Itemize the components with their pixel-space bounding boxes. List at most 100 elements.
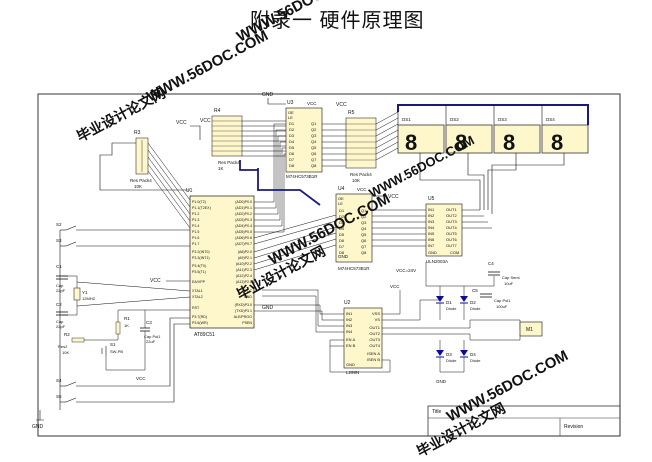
u4-vcc: VCC bbox=[357, 187, 367, 192]
u1-pin-r16: (RXD)P3.0 bbox=[235, 303, 252, 307]
diode-d1: D1 Diode bbox=[436, 286, 457, 320]
u4-q3: Q3 bbox=[361, 220, 367, 225]
u4-d4: D4 bbox=[339, 226, 345, 231]
diode-d2: D2 Diode bbox=[460, 286, 481, 320]
u3-d2: D2 bbox=[289, 127, 295, 132]
u2-out4: OUT4 bbox=[369, 343, 380, 348]
u1-pin-l9: P3.3(INT1) bbox=[192, 256, 210, 260]
u4-q6: Q6 bbox=[361, 238, 367, 243]
capacitor-c1: C1 Cap 22pF bbox=[56, 264, 68, 293]
c5-value: 100uF bbox=[496, 304, 508, 309]
u2-in2: IN2 bbox=[346, 317, 353, 322]
r1-ref: R1 bbox=[124, 316, 130, 321]
u4-q7: Q7 bbox=[361, 244, 367, 249]
schematic-frame bbox=[37, 93, 621, 437]
gnd-label-top: GND bbox=[262, 92, 274, 98]
u1-pin-r8: (A8)P2.0 bbox=[238, 250, 252, 254]
switch-s4: S4 bbox=[56, 317, 190, 387]
u3-vcc: VCC bbox=[307, 101, 317, 106]
c3-value: 22uF bbox=[146, 339, 156, 344]
d4-type: Diode bbox=[470, 358, 481, 363]
u4-oe: OE bbox=[338, 196, 344, 201]
u2-in1: IN1 bbox=[346, 311, 353, 316]
u3-d3: D3 bbox=[289, 133, 295, 138]
vcc-label-top-left: VCC bbox=[176, 120, 187, 126]
r4-value: 1K bbox=[218, 166, 224, 171]
r4-ref: R4 bbox=[214, 108, 221, 114]
capacitor-c5: C5 Cap Pol1 100uF bbox=[472, 288, 511, 309]
y1-value: 12MHZ bbox=[82, 296, 96, 301]
u5-out3: OUT3 bbox=[446, 219, 457, 224]
u3-q5: Q5 bbox=[311, 145, 317, 150]
u1-pin-l7: P1.7 bbox=[192, 242, 199, 246]
u1-pin-r9: (A9)P2.1 bbox=[238, 256, 252, 260]
u2-in4: IN4 bbox=[346, 329, 353, 334]
c3-part: Cap Pol1 bbox=[144, 334, 161, 339]
u2-out3: OUT3 bbox=[369, 337, 380, 342]
u5-part: ULN2003A bbox=[426, 259, 448, 264]
d1-type: Diode bbox=[446, 306, 457, 311]
u1-pin-l8: P3.2(INT0) bbox=[192, 250, 210, 254]
u3-oe: OE bbox=[288, 110, 294, 115]
u1-ref: U1 bbox=[186, 188, 193, 194]
u5-out7: OUT7 bbox=[446, 243, 457, 248]
u1-pin-r12: (A12)P2.4 bbox=[236, 274, 252, 278]
vcc24-label: VCC=24V bbox=[396, 268, 416, 273]
crystal-y1: Y1 12MHZ bbox=[62, 275, 191, 316]
u4-d6: D6 bbox=[339, 238, 345, 243]
c5-name: Cap Pol1 bbox=[494, 298, 511, 303]
u4-le: LE bbox=[338, 201, 343, 206]
u5-ref: U5 bbox=[428, 196, 435, 202]
u5-in5: IN5 bbox=[428, 231, 435, 236]
u5-in3: IN3 bbox=[428, 219, 435, 224]
u1-pin-l4: P1.4 bbox=[192, 224, 199, 228]
capacitor-c3: C3 Cap Pol1 22uF bbox=[140, 320, 161, 344]
c3-ref: C3 bbox=[146, 320, 152, 325]
switch-s2: S2 bbox=[56, 222, 190, 231]
gnd-label-diodes: GND bbox=[436, 379, 447, 384]
latch-u3: U3 OE LE VCC D1 D2 D3 D4 D5 D6 D7 D8 Q1 … bbox=[285, 100, 346, 179]
d3-ref: D3 bbox=[446, 352, 452, 357]
r5-value: 10K bbox=[352, 178, 360, 183]
u1-pin-l3: P1.3 bbox=[192, 218, 199, 222]
c1-cap: Cap bbox=[56, 283, 64, 288]
r5-ref: R5 bbox=[348, 110, 355, 116]
u3-d1: D1 bbox=[289, 121, 295, 126]
r1-value: 1K bbox=[124, 323, 129, 328]
svg-text:8: 8 bbox=[503, 130, 515, 155]
u1-pin-r6: (AD6)P0.6 bbox=[235, 236, 252, 240]
vcc-label-ea: VCC bbox=[150, 278, 161, 284]
r2-value: 10K bbox=[62, 350, 69, 355]
vcc-label-u3: VCC bbox=[336, 102, 347, 108]
u3-q6: Q6 bbox=[311, 151, 317, 156]
r4-part: Res Pack4 bbox=[218, 160, 240, 165]
r5-part: Res Pack4 bbox=[350, 172, 372, 177]
u1-pin-l15: RST bbox=[192, 306, 200, 310]
s4-label: S4 bbox=[56, 378, 62, 383]
u2-ena: EN A bbox=[346, 337, 355, 342]
vcc-label-u4: VCC bbox=[388, 194, 399, 200]
u5-out1: OUT1 bbox=[446, 207, 457, 212]
u1-pin-r19: PSEN bbox=[242, 321, 252, 325]
resistor-pack-r3: R3 Res Pack4 10K bbox=[99, 130, 191, 229]
u1-pin-l5: P1.5 bbox=[192, 230, 199, 234]
u2-isenb: ISEN B bbox=[367, 357, 380, 362]
u4-part: M74HC573B1R bbox=[338, 266, 370, 271]
u1-pin-r3: (AD3)P0.3 bbox=[235, 218, 252, 222]
ds2-label: DS2 bbox=[450, 117, 459, 122]
u3-q2: Q2 bbox=[311, 127, 317, 132]
seven-seg-ds2: 8 DS2 bbox=[445, 117, 493, 155]
u3-q7: Q7 bbox=[311, 157, 317, 162]
u4-d5: D5 bbox=[339, 232, 345, 237]
u1-pin-l0: P1.0(T2) bbox=[192, 200, 206, 204]
y1-ref: Y1 bbox=[82, 290, 88, 295]
d2-ref: D2 bbox=[470, 300, 476, 305]
seven-seg-ds3: 8 DS3 bbox=[493, 117, 541, 155]
u2-gnd: GND bbox=[346, 362, 355, 367]
seven-segment-displays: 8 DS1 8 DS2 8 DS3 8 DS4 bbox=[397, 104, 589, 214]
c2-ref: C2 bbox=[56, 302, 62, 307]
u1-pin-r18: ALE/PROG bbox=[234, 315, 253, 319]
u1-pin-l1: P1.1(T2EX) bbox=[192, 206, 211, 210]
u1-pin-r4: (AD4)P0.4 bbox=[235, 224, 252, 228]
